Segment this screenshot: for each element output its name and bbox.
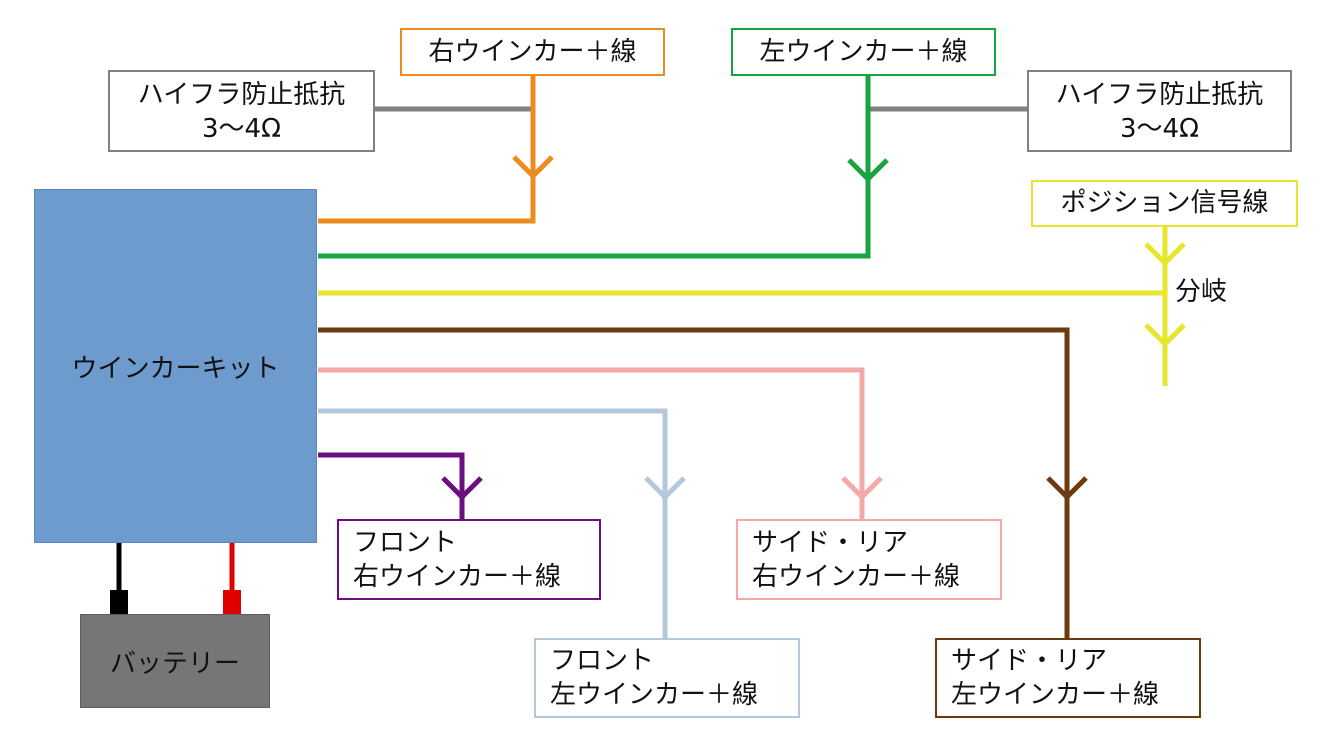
winker-kit-box: ウインカーキット (34, 189, 317, 543)
orange-arrow (512, 155, 554, 180)
resistor-right-box: ハイフラ防止抵抗 3～4Ω (1027, 70, 1292, 152)
green-arrow (847, 158, 889, 183)
brown-wire (318, 327, 1070, 638)
battery-positive-terminal (223, 590, 241, 614)
side-rear-right-box: サイド・リア 右ウインカー＋線 (736, 519, 1002, 600)
battery-negative-terminal (110, 590, 128, 614)
position-signal-label: ポジション信号線 (1060, 188, 1269, 218)
front-right-line1: フロント (353, 528, 458, 558)
side-rear-right-line2: 右ウインカー＋線 (752, 562, 961, 592)
position-signal-box: ポジション信号線 (1031, 180, 1298, 227)
side-rear-left-box: サイド・リア 左ウインカー＋線 (935, 638, 1201, 718)
yellow-arrow-lower (1144, 323, 1186, 348)
right-winker-wire-label: 右ウインカー＋線 (428, 37, 637, 67)
side-rear-left-line2: 左ウインカー＋線 (951, 680, 1160, 710)
resistor-right-line2: 3～4Ω (1120, 114, 1199, 144)
left-winker-wire-box: 左ウインカー＋線 (731, 28, 996, 76)
side-rear-left-line1: サイド・リア (951, 646, 1108, 676)
orange-wire (318, 76, 536, 224)
front-left-box: フロント 左ウインカー＋線 (534, 638, 800, 718)
front-left-line1: フロント (550, 646, 655, 676)
right-winker-wire-box: 右ウインカー＋線 (400, 28, 665, 76)
front-left-line2: 左ウインカー＋線 (550, 680, 759, 710)
resistor-right-line1: ハイフラ防止抵抗 (1055, 80, 1264, 110)
side-rear-right-line1: サイド・リア (752, 528, 909, 558)
resistor-left-line2: 3～4Ω (202, 114, 281, 144)
brown-arrow (1046, 476, 1088, 501)
lightblue-wire (318, 408, 668, 638)
purple-wire (318, 452, 465, 519)
resistor-left-box: ハイフラ防止抵抗 3～4Ω (108, 70, 375, 152)
yellow-arrow-upper (1144, 242, 1186, 267)
winker-kit-label: ウインカーキット (71, 353, 280, 384)
green-wire (318, 76, 871, 259)
front-right-box: フロント 右ウインカー＋線 (337, 519, 601, 600)
left-winker-wire-label: 左ウインカー＋線 (759, 37, 968, 67)
purple-arrow (441, 476, 483, 501)
front-right-line2: 右ウインカー＋線 (353, 562, 562, 592)
pink-wire (318, 367, 865, 519)
lightblue-arrow (644, 476, 686, 501)
battery-label: バッテリー (109, 648, 240, 679)
branch-label: 分岐 (1175, 277, 1228, 307)
resistor-left-line1: ハイフラ防止抵抗 (137, 80, 346, 110)
pink-arrow (841, 476, 883, 501)
battery-box: バッテリー (80, 614, 270, 708)
